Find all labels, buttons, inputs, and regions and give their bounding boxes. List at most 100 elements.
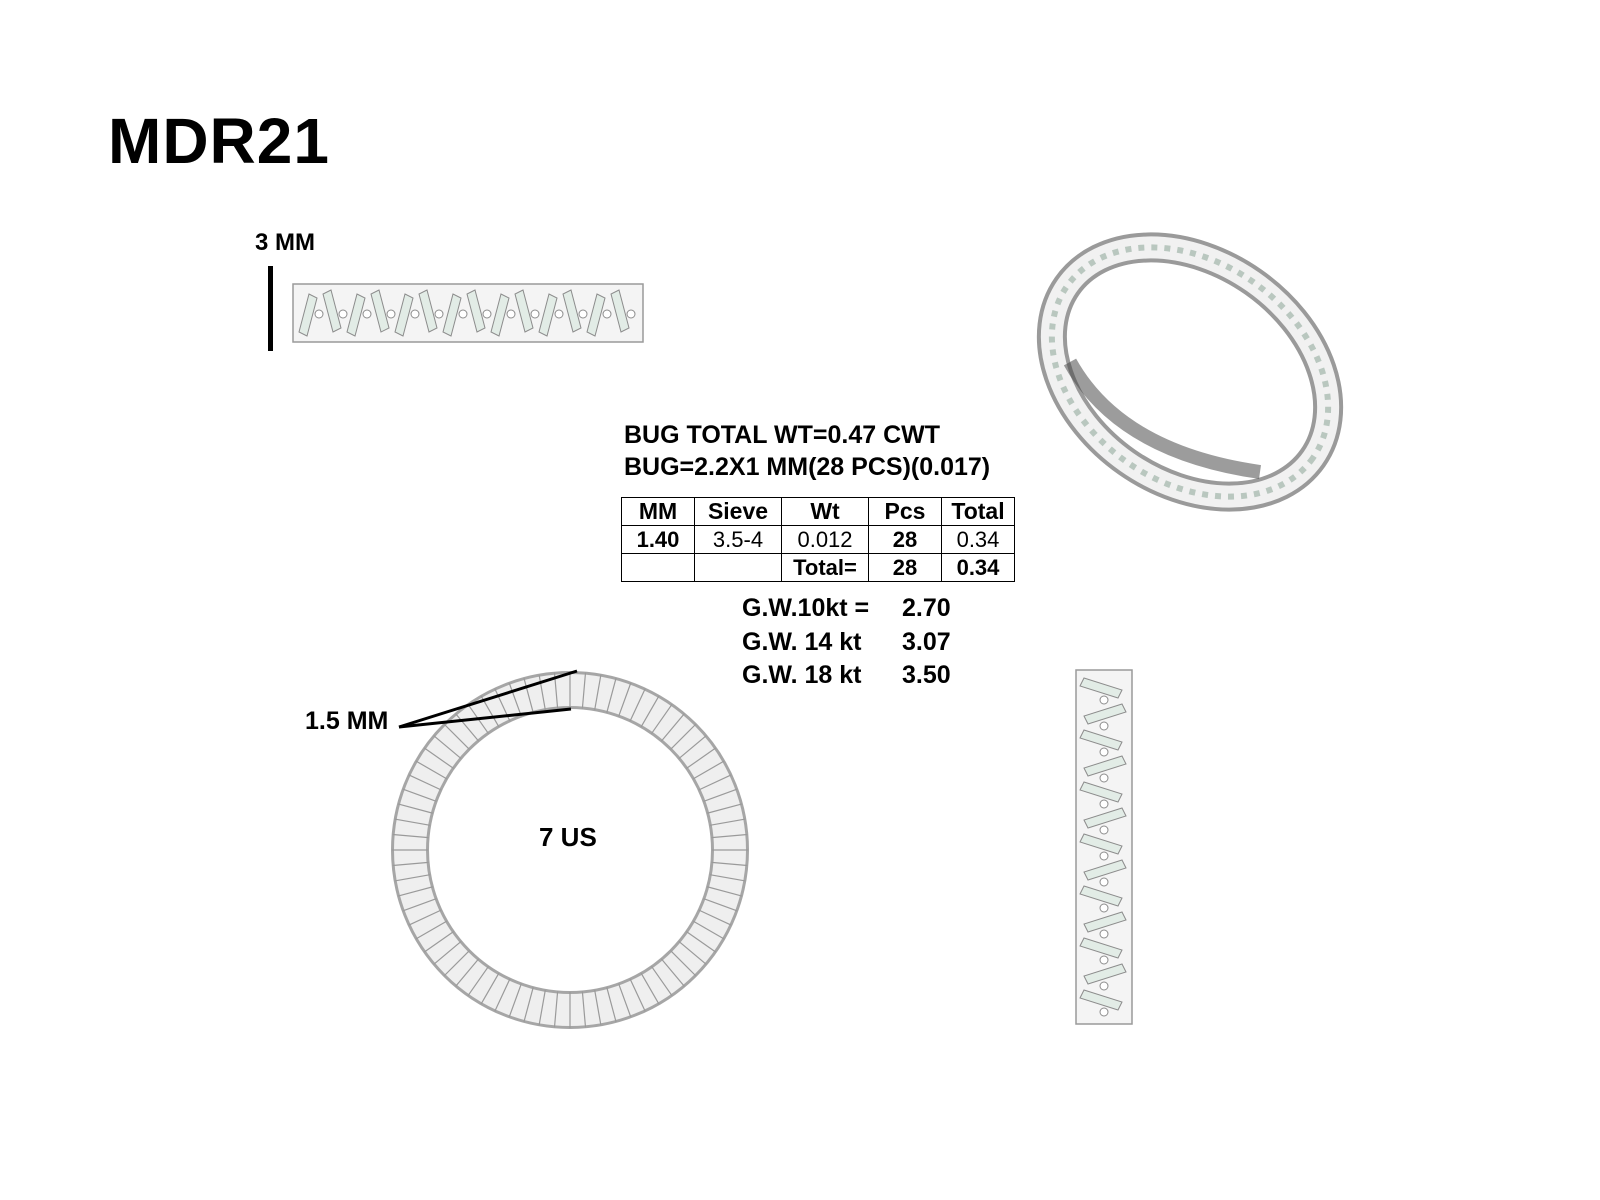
prong-segment: [618, 682, 632, 717]
round-stone: [314, 309, 324, 319]
prong-segment: [467, 965, 490, 997]
prong-segment: [408, 774, 442, 791]
cell-empty: [694, 553, 782, 582]
gold-weight-18kt: G.W. 18 kt 3.50: [742, 661, 951, 690]
table-total-row: Total= 28 0.34: [621, 553, 1015, 582]
prong-segment: [685, 747, 717, 770]
round-stone: [362, 309, 372, 319]
prong-segment: [443, 723, 471, 751]
bug-total-weight: BUG TOTAL WT=0.47 CWT: [624, 421, 940, 449]
thickness-indicator: [398, 669, 578, 729]
prong-segment: [707, 803, 743, 814]
baguette-stone: [1083, 755, 1127, 777]
bug-size-spec: BUG=2.2X1 MM(28 PCS)(0.017): [624, 453, 991, 481]
round-stone: [578, 309, 588, 319]
prong-segment: [415, 760, 448, 780]
round-stone: [338, 309, 348, 319]
baguette-stone: [1083, 911, 1127, 933]
prong-segment: [698, 774, 732, 791]
prong-segment: [433, 735, 462, 760]
round-stone: [554, 309, 564, 319]
round-stone: [1099, 981, 1109, 991]
prong-segment: [415, 920, 448, 940]
model-title: MDR21: [108, 105, 330, 177]
prong-segment: [408, 909, 442, 926]
baguette-stone: [418, 289, 438, 333]
prong-segment: [703, 898, 738, 912]
cell-pcs: 28: [868, 525, 942, 554]
round-stone: [506, 309, 516, 319]
cell-total-label: Total=: [781, 553, 869, 582]
gold-weight-value: 2.70: [902, 594, 951, 622]
prong-segment: [402, 788, 437, 802]
round-stone: [386, 309, 396, 319]
prong-segment: [494, 978, 511, 1012]
prong-segment: [538, 989, 546, 1026]
ring-size-label: 7 US: [539, 822, 597, 852]
prong-segment: [455, 713, 480, 742]
round-stone: [1099, 851, 1109, 861]
prong-segment: [523, 677, 534, 713]
baguette-stone: [394, 293, 414, 337]
baguette-stone: [1083, 859, 1127, 881]
stone-table: MM Sieve Wt Pcs Total 1.40 3.5-4 0.012 2…: [621, 497, 1015, 582]
baguette-stone: [370, 289, 390, 333]
round-stone: [626, 309, 636, 319]
prong-segment: [402, 898, 437, 912]
baguette-stone: [538, 293, 558, 337]
prong-segment: [394, 818, 431, 826]
cell-total-pcs: 28: [868, 553, 942, 582]
width-dimension-line: [268, 266, 273, 351]
gold-weight-label: G.W. 18 kt: [742, 661, 862, 689]
round-stone: [1099, 721, 1109, 731]
baguette-stone: [562, 289, 582, 333]
prong-segment: [581, 672, 587, 709]
gold-weight-value: 3.07: [902, 628, 951, 656]
gold-weight-10kt: G.W.10kt = 2.70: [742, 594, 951, 623]
prong-segment: [660, 713, 685, 742]
prong-segment: [606, 677, 617, 713]
baguette-stone: [514, 289, 534, 333]
baguette-stone: [1079, 677, 1123, 699]
table-row: 1.40 3.5-4 0.012 28 0.34: [621, 525, 1015, 554]
round-stone: [1099, 825, 1109, 835]
prong-segment: [392, 861, 429, 867]
prong-segment: [640, 972, 660, 1005]
prong-segment: [618, 983, 632, 1018]
round-stone: [1099, 877, 1109, 887]
prong-segment: [629, 688, 646, 722]
prong-segment: [581, 991, 587, 1028]
ring-top-view-image: [1075, 669, 1133, 1025]
baguette-stone: [1079, 937, 1123, 959]
prong-segment: [394, 874, 431, 882]
baguette-stone: [1083, 963, 1127, 985]
baguette-stone: [1079, 781, 1123, 803]
prong-segment: [660, 958, 685, 987]
prong-segment: [711, 861, 748, 867]
prong-segment: [443, 949, 471, 977]
prong-segment: [669, 949, 697, 977]
prong-segment: [508, 682, 522, 717]
cell-mm: 1.40: [621, 525, 695, 554]
round-stone: [1099, 955, 1109, 965]
prong-segment: [707, 886, 743, 897]
prong-segment: [629, 978, 646, 1012]
baguette-stone: [1079, 885, 1123, 907]
prong-segment: [538, 674, 546, 711]
round-stone: [1099, 695, 1109, 705]
prong-segment: [709, 818, 746, 826]
prong-segment: [669, 723, 697, 751]
baguette-stone: [1083, 807, 1127, 829]
round-stone: [410, 309, 420, 319]
ring-perspective-image: [1036, 232, 1344, 512]
round-stone: [530, 309, 540, 319]
cell-wt: 0.012: [781, 525, 869, 554]
baguette-stone: [1079, 833, 1123, 855]
header-total: Total: [941, 497, 1015, 526]
cell-sieve: 3.5-4: [694, 525, 782, 554]
thickness-dimension-label: 1.5 MM: [305, 707, 389, 735]
header-wt: Wt: [781, 497, 869, 526]
cell-total: 0.34: [941, 525, 1015, 554]
prong-segment: [423, 930, 455, 953]
prong-segment: [433, 940, 462, 965]
